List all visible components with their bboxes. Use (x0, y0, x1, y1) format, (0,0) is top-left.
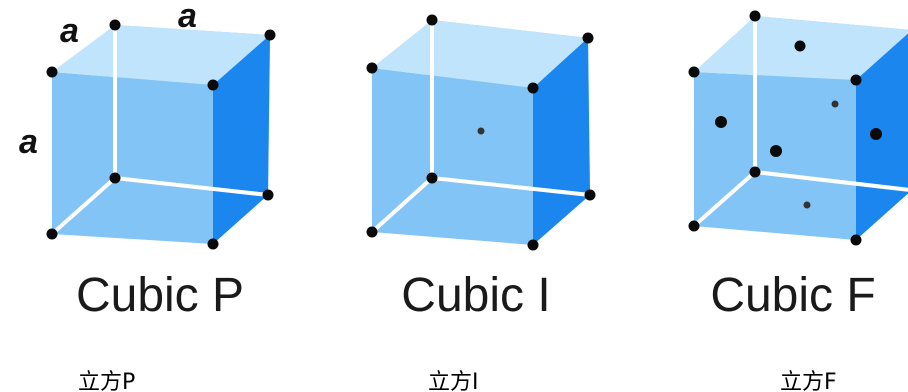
face-center-atom-bottom (803, 201, 811, 209)
corner-atom (527, 239, 539, 251)
cubic-i-title: Cubic I (401, 269, 550, 322)
corner-atom (262, 189, 274, 201)
corner-atom (109, 19, 121, 31)
caption-cubic-p: 立方P (78, 370, 136, 392)
corner-atom (749, 10, 761, 22)
corner-atom (366, 226, 378, 238)
edge-label-a-side: a (19, 123, 38, 161)
face-center-atom-left (715, 116, 727, 128)
corner-atom (688, 66, 700, 78)
face-center-atom-front (770, 145, 782, 157)
caption-cubic-f: 立方F (780, 370, 837, 392)
corner-atom (584, 189, 596, 201)
corner-atom (109, 172, 121, 184)
corner-atom (366, 62, 378, 74)
cubic-i-cell: Cubic I (366, 14, 596, 322)
corner-atom (264, 29, 276, 41)
corner-atom (207, 79, 219, 91)
cubic-p-cell: a a a Cubic P (19, 0, 276, 322)
cubic-p-corner-atoms (46, 19, 276, 250)
corner-atom (46, 228, 58, 240)
corner-atom (207, 238, 219, 250)
edge-label-a-left: a (60, 12, 79, 50)
face-center-atom-right (870, 128, 882, 140)
face-center-atom-top (794, 40, 806, 52)
corner-atom (688, 220, 700, 232)
corner-atom (46, 66, 58, 78)
edge-label-a-top: a (178, 0, 197, 35)
corner-atom (527, 82, 539, 94)
corner-atom (426, 14, 438, 26)
cubic-i-top-face (372, 20, 588, 88)
corner-atom (749, 166, 761, 178)
face-center-atom-back (831, 100, 839, 108)
cubic-f-corner-atoms (688, 10, 862, 246)
body-center-atom (477, 127, 485, 135)
cubic-p-hidden-edge-diagonal (50, 176, 117, 236)
corner-atom (850, 74, 862, 86)
corner-atom (426, 172, 438, 184)
cubic-p-top-face (52, 25, 270, 85)
corner-atom (582, 32, 594, 44)
cubic-f-cell: Cubic F (688, 10, 908, 322)
cubic-f-hidden-edge-diagonal (692, 170, 757, 228)
cubic-i-corner-atoms (366, 14, 596, 251)
cubic-p-title: Cubic P (76, 269, 244, 322)
cubic-i-hidden-edge-diagonal (370, 176, 434, 234)
cubic-f-title: Cubic F (710, 269, 875, 322)
caption-cubic-i: 立方I (428, 370, 479, 392)
cubic-i-front-face (372, 68, 533, 245)
corner-atom (850, 234, 862, 246)
cubic-f-face-center-atoms (715, 40, 882, 209)
cubic-p-front-face (52, 72, 213, 244)
